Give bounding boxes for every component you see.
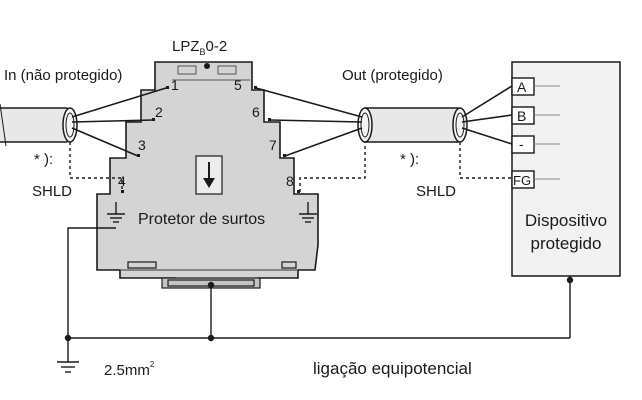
input-cable	[0, 103, 78, 147]
surge-protector-label: Protetor de surtos	[138, 211, 265, 228]
output-wires	[255, 87, 363, 157]
terminal-3-label: 3	[138, 137, 146, 153]
down-arrow-icon	[203, 162, 215, 188]
input-shield-wire	[69, 142, 123, 192]
ground-icon	[299, 202, 317, 223]
output-label: Out (protegido)	[342, 67, 443, 84]
terminal-pins	[121, 86, 300, 193]
junction-dots	[64, 276, 574, 342]
device-terminal-minus: -	[519, 136, 524, 152]
protected-device-box	[511, 61, 621, 277]
top-pin-icon	[204, 63, 210, 69]
terminal-5-label: 5	[234, 77, 242, 93]
output-shield-wire-left	[299, 142, 366, 192]
device-terminal-leads	[534, 85, 560, 180]
equipotential-bonding-line	[67, 227, 571, 362]
device-wires	[461, 85, 513, 145]
terminal-1-label: 1	[171, 77, 179, 93]
device-terminal-b: B	[517, 108, 526, 124]
bonding-label: ligação equipotencial	[313, 359, 472, 378]
protected-device-label-line1: Dispositivo	[525, 211, 607, 230]
device-terminal-boxes	[511, 77, 535, 189]
shld-label-right: SHLD	[416, 183, 456, 200]
terminal-6-label: 6	[252, 104, 260, 120]
top-connector	[172, 65, 250, 81]
shield-note-left: * ):	[34, 151, 53, 168]
earth-ground-icon	[57, 361, 79, 373]
output-shield-wire-right	[459, 142, 512, 179]
device-terminal-fg: FG	[513, 173, 531, 188]
shld-label-left: SHLD	[32, 183, 72, 200]
terminal-7-label: 7	[269, 137, 277, 153]
input-label: In (não protegido)	[4, 67, 122, 84]
shield-note-right: * ):	[400, 151, 419, 168]
ground-icon	[107, 202, 125, 223]
terminal-2-label: 2	[155, 104, 163, 120]
lpz-zone-label: LPZB0-2	[172, 38, 227, 57]
input-wires	[71, 87, 167, 157]
terminal-8-label: 8	[286, 173, 294, 189]
protected-device-label-line2: protegido	[531, 234, 602, 253]
device-terminal-a: A	[517, 79, 527, 95]
wire-size-label: 2.5mm2	[104, 360, 155, 379]
output-cable	[357, 107, 468, 143]
